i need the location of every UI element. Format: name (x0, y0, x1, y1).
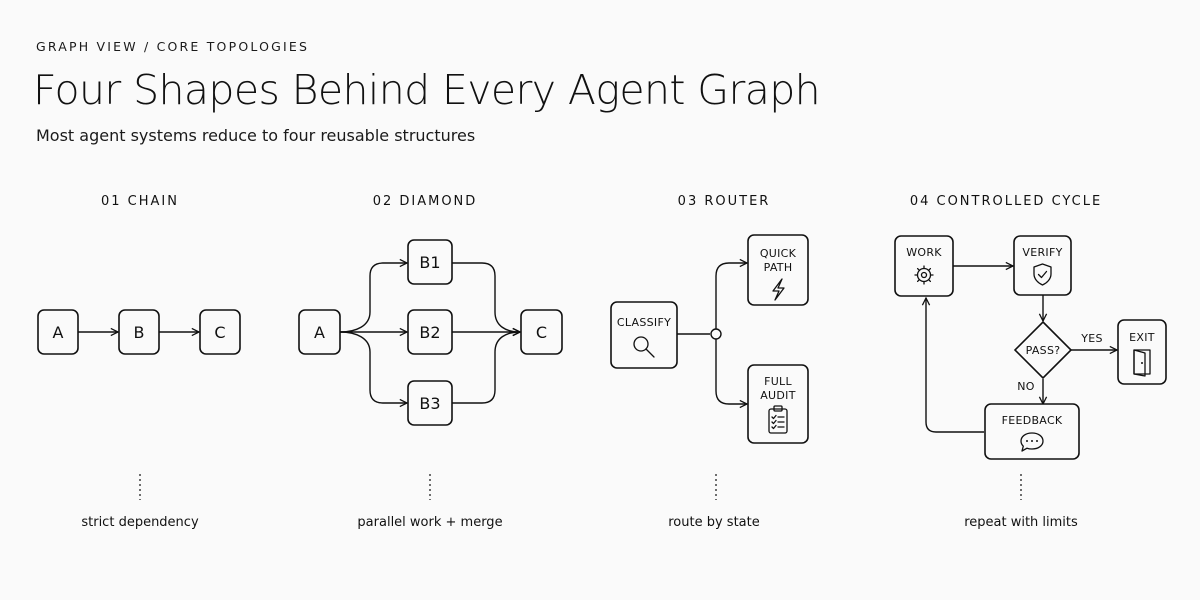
node-label: B3 (419, 394, 440, 413)
node-label: B (134, 323, 145, 342)
edge-diamond-a-b1 (339, 263, 407, 333)
node-label: C (536, 323, 547, 342)
section-chain: 01 CHAIN A B C strict dependency (37, 194, 241, 530)
section-caption-router: route by state (668, 515, 760, 530)
node-cycle-exit: EXIT (1117, 319, 1167, 385)
speech-bubble-icon (1020, 432, 1044, 452)
node-label: VERIFY (1022, 246, 1062, 259)
node-cycle-work: WORK (894, 235, 954, 297)
section-heading-cycle: 04 CONTROLLED CYCLE (910, 194, 1102, 209)
edge-label-no: NO (1017, 380, 1035, 393)
section-diamond: 02 DIAMOND A B1 B2 B3 C paralle (298, 194, 563, 530)
node-router-full-audit: FULL AUDIT (747, 364, 809, 444)
section-caption-cycle: repeat with limits (964, 515, 1078, 530)
section-heading-chain: 01 CHAIN (101, 194, 179, 209)
node-label: FEEDBACK (1002, 414, 1063, 427)
node-label-line-2: AUDIT (760, 389, 796, 402)
lightning-icon (772, 278, 785, 301)
edge-router-quick-path (715, 263, 747, 329)
node-label: CLASSIFY (617, 316, 671, 329)
node-cycle-verify: VERIFY (1013, 235, 1072, 296)
node-diamond-b3: B3 (407, 380, 453, 426)
edge-diamond-a-b3 (339, 331, 407, 403)
gear-icon (914, 265, 934, 285)
node-chain-b: B (118, 309, 160, 355)
node-label: WORK (906, 246, 942, 259)
node-label-line-1: QUICK (760, 247, 797, 260)
node-router-classify: CLASSIFY (610, 301, 678, 369)
node-router-quick-path: QUICK PATH (747, 234, 809, 306)
node-label: C (214, 323, 225, 342)
edge-diamond-b3-c (452, 332, 520, 404)
door-exit-icon (1133, 349, 1151, 377)
node-label-line-2: PATH (764, 261, 793, 274)
node-label: EXIT (1129, 331, 1155, 344)
node-label: A (314, 323, 325, 342)
edge-feedback-work (926, 298, 984, 433)
node-label: B1 (419, 253, 440, 272)
router-junction (710, 328, 722, 340)
section-caption-chain: strict dependency (81, 515, 199, 530)
node-diamond-c: C (520, 309, 563, 355)
page-subtitle: Most agent systems reduce to four reusab… (36, 126, 476, 145)
node-diamond-b2: B2 (407, 309, 453, 355)
section-heading-router: 03 ROUTER (678, 194, 771, 209)
node-label: B2 (419, 323, 440, 342)
section-caption-diamond: parallel work + merge (357, 515, 502, 530)
node-diamond-a: A (298, 309, 341, 355)
eyebrow: GRAPH VIEW / CORE TOPOLOGIES (36, 39, 310, 54)
edge-diamond-b1-c (452, 262, 520, 332)
node-chain-a: A (37, 309, 79, 355)
shield-check-icon (1033, 263, 1052, 286)
node-diamond-b1: B1 (407, 239, 453, 285)
edge-router-full-audit (715, 339, 747, 404)
node-label-line-1: FULL (764, 375, 792, 388)
section-router: 03 ROUTER CLASSIFY QUICK PATH FULL AUDIT (610, 194, 809, 530)
node-chain-c: C (199, 309, 241, 355)
section-cycle: 04 CONTROLLED CYCLE YES NO WORK VERIFY (894, 194, 1167, 530)
node-cycle-pass-decision: PASS? (1013, 320, 1073, 380)
clipboard-checklist-icon (768, 405, 788, 434)
magnifier-icon (633, 336, 655, 358)
node-label: PASS? (1026, 344, 1061, 357)
section-heading-diamond: 02 DIAMOND (373, 194, 478, 209)
node-label: A (53, 323, 64, 342)
node-cycle-feedback: FEEDBACK (984, 403, 1080, 460)
edge-label-yes: YES (1080, 332, 1103, 345)
page-title: Four Shapes Behind Every Agent Graph (33, 66, 821, 114)
